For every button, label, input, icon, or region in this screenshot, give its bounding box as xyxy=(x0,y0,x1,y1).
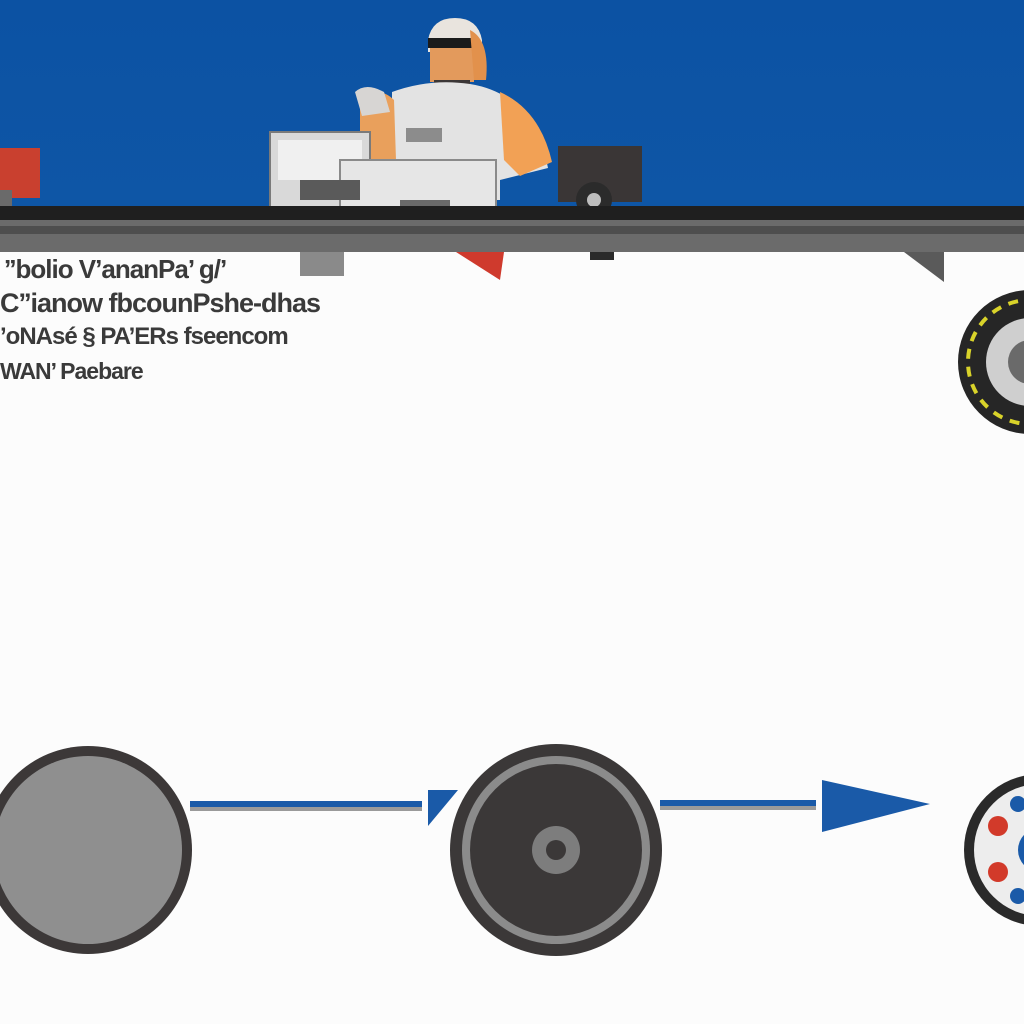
caption-block: ’’bolio V’ananPa’ g/’ C’’ianow fbcounPsh… xyxy=(0,252,470,388)
wheel-top-right xyxy=(958,290,1024,434)
workbench xyxy=(269,131,497,216)
caption-line-4: WAN’ Paebare xyxy=(0,358,144,384)
conveyor-rail xyxy=(0,206,1024,282)
arrow-1 xyxy=(190,790,458,826)
caption-line-2: C’’ianow fbcounPshe-dhas xyxy=(0,288,321,318)
wheel-dark xyxy=(450,744,662,956)
caption-line-1: ’’bolio V’ananPa’ g/’ xyxy=(4,254,227,284)
red-block-left xyxy=(0,148,40,198)
caption-line-3: ’oNAsé § PA’ERs fseencom xyxy=(0,323,289,350)
wheel-grey xyxy=(0,746,192,954)
mechanic-figure xyxy=(355,18,552,200)
arrow-2 xyxy=(660,780,930,832)
wheel-colored-right xyxy=(964,775,1024,925)
